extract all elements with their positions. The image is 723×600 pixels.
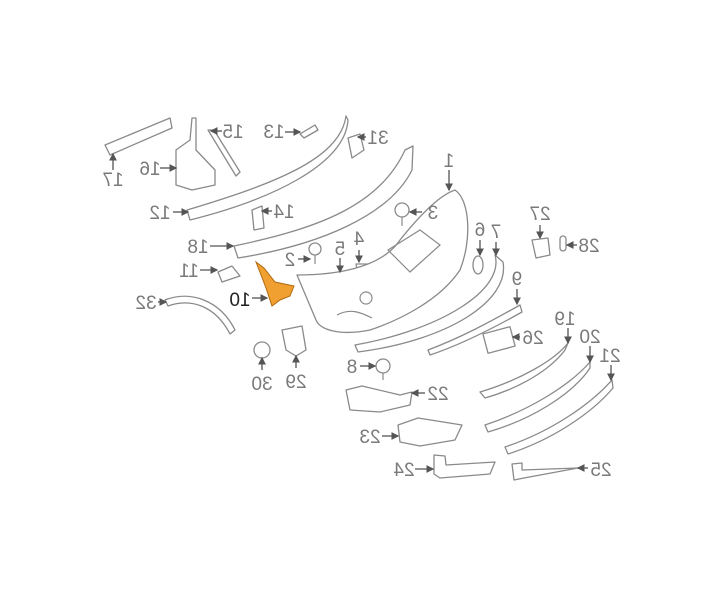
part-19-grille[interactable] — [479, 342, 569, 399]
label-13: 13 — [263, 122, 284, 143]
label-25: 25 — [590, 460, 611, 481]
part-24-trim[interactable] — [433, 454, 496, 479]
label-16: 16 — [139, 159, 160, 180]
label-9: 9 — [512, 269, 523, 290]
part-21-grille[interactable] — [504, 379, 614, 455]
part-25-trim[interactable] — [511, 462, 579, 481]
label-28: 28 — [578, 236, 599, 257]
label-15: 15 — [222, 122, 243, 143]
label-21: 21 — [599, 346, 620, 367]
part-12-reinforcement[interactable] — [186, 115, 349, 221]
label-27: 27 — [529, 204, 550, 225]
part-3-clip[interactable] — [394, 202, 410, 226]
label-5: 5 — [335, 239, 346, 260]
leader-arrows — [109, 127, 615, 473]
part-1-bumper-cover[interactable] — [296, 189, 469, 334]
label-23: 23 — [359, 427, 380, 448]
label-30: 30 — [251, 374, 272, 395]
label-8: 8 — [347, 357, 358, 378]
label-14: 14 — [273, 202, 295, 223]
part-labels: 17 16 15 13 31 1 12 14 3 27 28 18 2 5 4 … — [102, 122, 620, 481]
label-11: 11 — [179, 261, 199, 282]
label-19: 19 — [554, 309, 575, 330]
label-20: 20 — [579, 327, 600, 348]
part-8-clip[interactable] — [375, 358, 391, 380]
label-17: 17 — [102, 170, 123, 191]
part-16-bracket[interactable] — [175, 117, 216, 191]
label-7: 7 — [491, 222, 502, 243]
part-30-ring[interactable] — [253, 341, 271, 359]
label-24: 24 — [393, 460, 415, 481]
part-6-cover[interactable] — [472, 255, 484, 275]
part-13-clip[interactable] — [299, 124, 319, 139]
label-26: 26 — [522, 328, 543, 349]
part-18-absorber[interactable] — [233, 145, 414, 259]
label-32: 32 — [135, 293, 156, 314]
label-10: 10 — [229, 290, 250, 311]
label-31: 31 — [367, 128, 388, 149]
part-9-trim[interactable] — [427, 304, 523, 356]
label-22: 22 — [427, 384, 448, 405]
part-7-trim[interactable] — [354, 254, 505, 353]
part-20-grille[interactable] — [484, 361, 591, 433]
label-3: 3 — [428, 203, 439, 224]
part-23-trim[interactable] — [397, 417, 463, 447]
label-6: 6 — [475, 220, 486, 241]
part-22-bracket[interactable] — [345, 385, 413, 413]
part-29-sensor[interactable] — [281, 325, 307, 357]
part-10-bracket[interactable] — [254, 260, 295, 307]
label-18: 18 — [187, 237, 208, 258]
label-2: 2 — [285, 250, 296, 271]
label-1: 1 — [444, 151, 455, 172]
label-12: 12 — [149, 203, 170, 224]
part-32-flare[interactable] — [164, 295, 236, 335]
part-2-bolt[interactable] — [308, 242, 322, 264]
part-14-bracket[interactable] — [251, 205, 265, 231]
part-17-bracket[interactable] — [104, 117, 173, 156]
part-28-seal[interactable] — [559, 235, 567, 252]
label-29: 29 — [285, 372, 306, 393]
part-11-bracket[interactable] — [217, 265, 241, 283]
label-4: 4 — [353, 229, 364, 250]
part-27-sensor[interactable] — [531, 237, 551, 259]
